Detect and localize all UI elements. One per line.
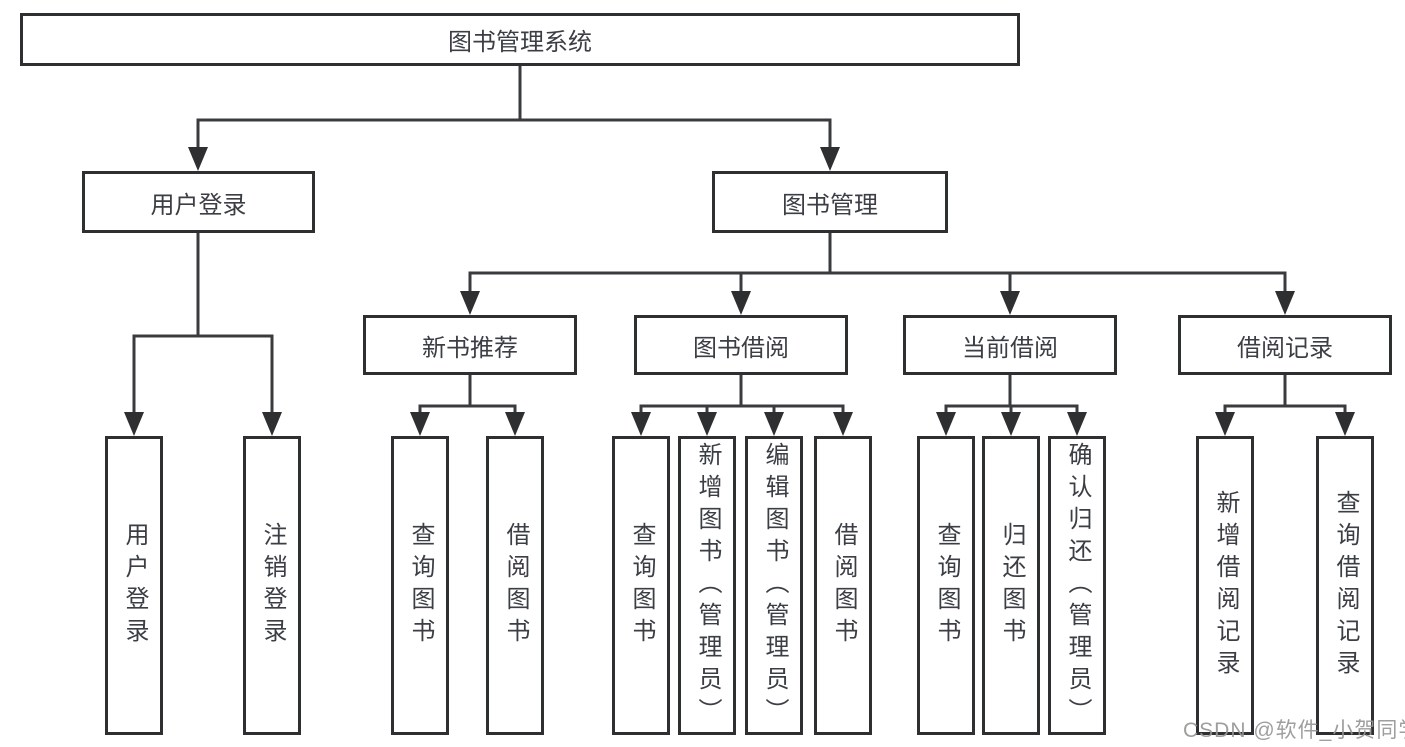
edge-current-to-leaves (936, 375, 1087, 436)
leaf-recommend-borrow-books: 借阅图书 (486, 436, 544, 735)
arrow-to-book-borrow (731, 291, 751, 315)
leaf-recommend-borrow-books-label: 借阅图书 (502, 521, 529, 650)
edge-book-management-to-level3 (460, 233, 1295, 315)
edge-user-login-to-leaves (124, 233, 282, 436)
leaf-logout-label: 注销登录 (259, 521, 286, 650)
leaf-current-return-books: 归还图书 (982, 436, 1040, 735)
leaf-logout: 注销登录 (243, 436, 301, 735)
leaf-current-confirm-return-admin: 确认归还（管理员） (1048, 436, 1106, 735)
edge-records-to-leaves (1215, 375, 1355, 436)
node-borrow-records: 借阅记录 (1178, 315, 1392, 375)
leaf-borrow-edit-book-admin-label: 编辑图书（管理员） (761, 441, 788, 730)
leaf-borrow-query-books: 查询图书 (612, 436, 670, 735)
leaf-records-query-record-label: 查询借阅记录 (1332, 489, 1359, 682)
arrow-to-borrow-records (1275, 291, 1295, 315)
leaf-recommend-query-books: 查询图书 (391, 436, 449, 735)
node-book-borrow: 图书借阅 (634, 315, 848, 375)
arrow-to-user-login (188, 147, 208, 171)
leaf-records-add-record-label: 新增借阅记录 (1212, 489, 1239, 682)
node-root-title: 图书管理系统 (20, 13, 1020, 66)
arrow-to-book-management (820, 147, 840, 171)
leaf-borrow-add-book-admin: 新增图书（管理员） (678, 436, 736, 735)
leaf-borrow-borrow-books: 借阅图书 (814, 436, 872, 735)
leaf-records-query-record: 查询借阅记录 (1316, 436, 1374, 735)
leaf-borrow-query-books-label: 查询图书 (628, 521, 655, 650)
leaf-records-add-record: 新增借阅记录 (1196, 436, 1254, 735)
leaf-borrow-add-book-admin-label: 新增图书（管理员） (694, 441, 721, 730)
node-current-borrow: 当前借阅 (903, 315, 1117, 375)
node-book-management: 图书管理 (712, 171, 948, 233)
edge-borrow-to-leaves (631, 375, 853, 436)
leaf-current-query-books-label: 查询图书 (933, 521, 960, 650)
edge-root-to-level2 (188, 66, 840, 171)
arrow-to-new-book-recommend (460, 291, 480, 315)
arrow-to-leaf-user-login (124, 412, 144, 436)
leaf-recommend-query-books-label: 查询图书 (407, 521, 434, 650)
leaf-user-login: 用户登录 (105, 436, 163, 735)
csdn-watermark: CSDN @软件_小贺同学 (1183, 719, 1405, 742)
leaf-borrow-edit-book-admin: 编辑图书（管理员） (745, 436, 803, 735)
edge-recommend-to-leaves (410, 375, 525, 436)
leaf-current-query-books: 查询图书 (917, 436, 975, 735)
arrow-to-current-borrow (1000, 291, 1020, 315)
leaf-current-return-books-label: 归还图书 (998, 521, 1025, 650)
node-new-book-recommend: 新书推荐 (363, 315, 577, 375)
leaf-user-login-label: 用户登录 (121, 521, 148, 650)
leaf-borrow-borrow-books-label: 借阅图书 (830, 521, 857, 650)
arrow-to-leaf-logout (262, 412, 282, 436)
leaf-current-confirm-return-admin-label: 确认归还（管理员） (1064, 441, 1091, 730)
node-user-login: 用户登录 (82, 171, 315, 233)
